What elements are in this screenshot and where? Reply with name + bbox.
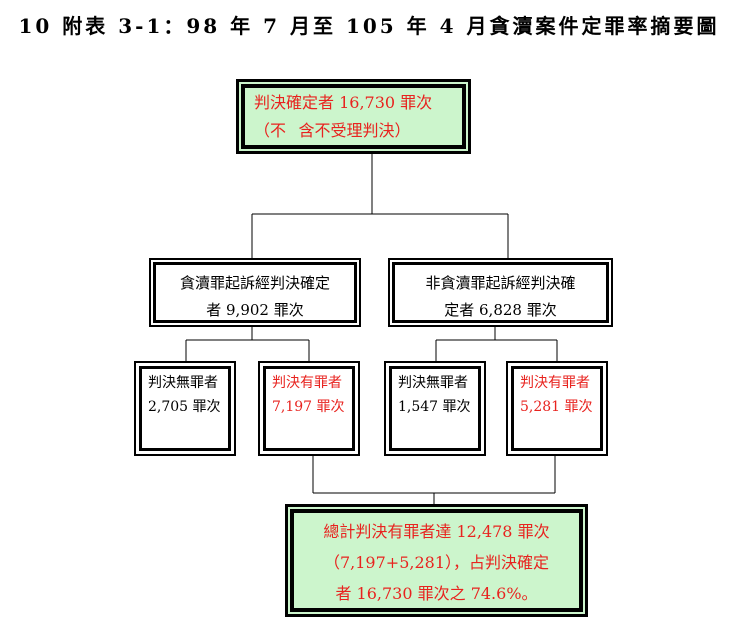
summary-box: 總計判決有罪者達 12,478 罪次 （7,197+5,281），占判決確定 者… [285,504,588,617]
summary-line2: （7,197+5,281），占判決確定 [323,553,550,572]
non-corruption-branch-box: 非貪瀆罪起訴經判決確 定者 6,828 罪次 [388,258,613,327]
leaf-count: 1,547 罪次 [398,399,471,415]
page-title: 10 附表 3-1：98 年 7 月至 105 年 4 月貪瀆案件定罪率摘要圖 [18,14,720,38]
leaf-right-guilty: 判決有罪者 5,281 罪次 [506,361,608,456]
leaf-label: 判決有罪者 [520,375,590,391]
leaf-left-guilty: 判決有罪者 7,197 罪次 [258,361,360,456]
leaf-count: 5,281 罪次 [520,399,593,415]
root-line1: 判決確定者 16,730 罪次（不 [254,93,433,140]
leaf-count: 2,705 罪次 [148,399,221,415]
leaf-count: 7,197 罪次 [272,399,345,415]
leaf-left-not-guilty: 判決無罪者 2,705 罪次 [134,361,236,456]
corruption-branch-line2: 者 9,902 罪次 [206,301,304,319]
leaf-label: 判決有罪者 [272,375,342,391]
non-corruption-branch-line1: 非貪瀆罪起訴經判決確 [425,274,576,292]
corruption-branch-line1: 貪瀆罪起訴經判決確定 [179,274,330,292]
root-node-box: 判決確定者 16,730 罪次（不 含不受理判決） [236,79,471,154]
summary-line1: 總計判決有罪者達 12,478 罪次 [323,522,550,541]
leaf-label: 判決無罪者 [148,375,218,391]
leaf-label: 判決無罪者 [398,375,468,391]
leaf-right-not-guilty: 判決無罪者 1,547 罪次 [384,361,486,456]
root-line2: 含不受理判決） [298,121,411,140]
corruption-branch-box: 貪瀆罪起訴經判決確定 者 9,902 罪次 [149,258,361,327]
summary-line3: 者 16,730 罪次之 74.6%。 [335,584,538,603]
non-corruption-branch-line2: 定者 6,828 罪次 [444,301,557,319]
